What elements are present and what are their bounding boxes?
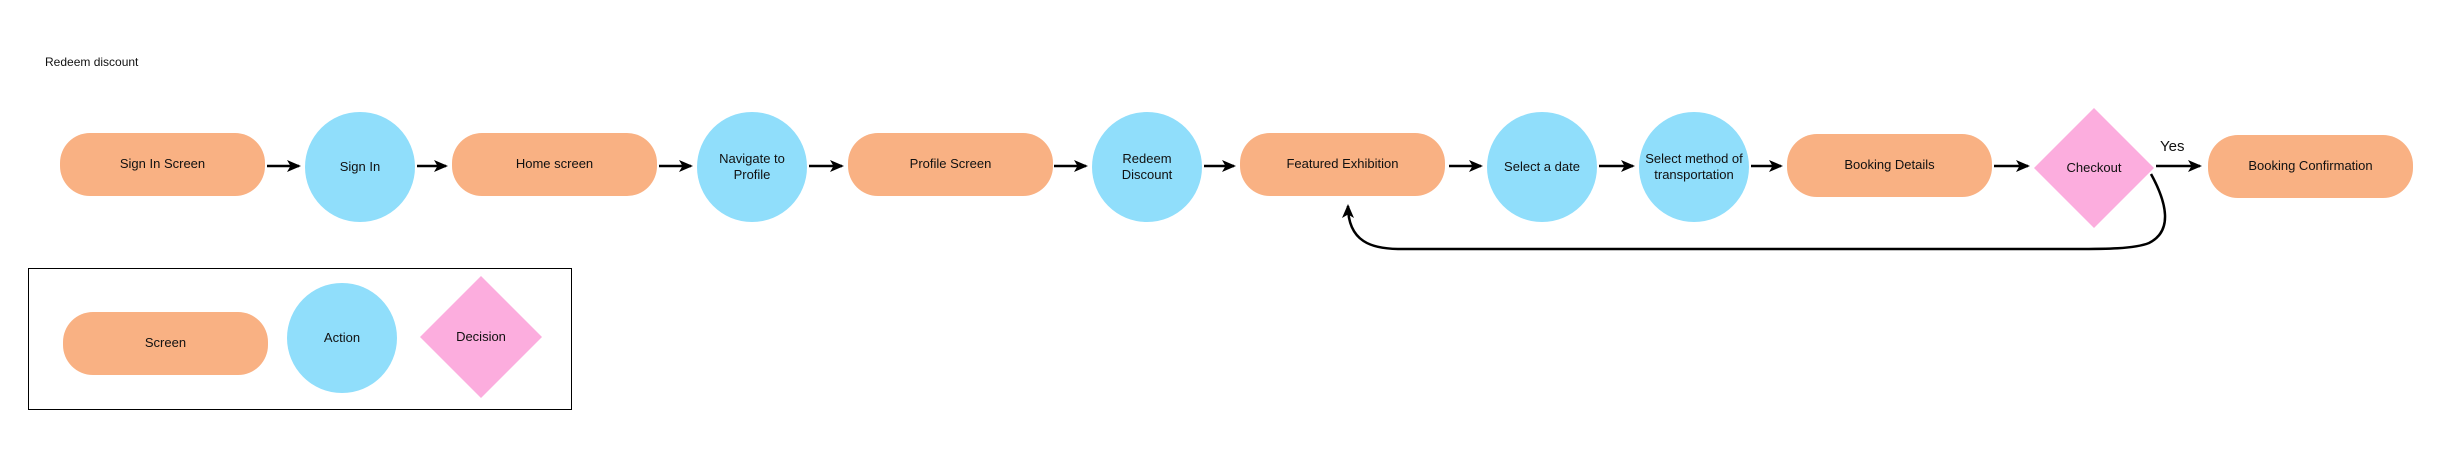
legend-label: Action xyxy=(323,329,361,345)
legend-box: Screen Action Decision xyxy=(28,268,572,410)
flow-node-select-a-date-action[interactable]: Select a date xyxy=(1487,112,1597,222)
flow-node-booking-confirmation-screen[interactable]: Booking Confirmation xyxy=(2208,135,2413,198)
legend-action-shape[interactable]: Action xyxy=(287,283,397,393)
node-label: Redeem Discount xyxy=(1121,150,1173,182)
flow-node-booking-details-screen[interactable]: Booking Details xyxy=(1787,134,1992,197)
flow-node-featured-exhibition-screen[interactable]: Featured Exhibition xyxy=(1240,133,1445,196)
flow-node-checkout-decision[interactable]: Checkout xyxy=(2034,108,2154,228)
diagram-title: Redeem discount xyxy=(45,55,139,69)
node-label: Select method of transportation xyxy=(1645,150,1743,182)
legend-label: Decision xyxy=(456,328,506,344)
flow-node-select-transportation-action[interactable]: Select method of transportation xyxy=(1639,112,1749,222)
node-label: Sign In Screen xyxy=(119,156,206,172)
node-label: Profile Screen xyxy=(909,156,992,172)
flow-node-sign-in-action[interactable]: Sign In xyxy=(305,112,415,222)
node-label: Featured Exhibition xyxy=(1286,156,1399,172)
legend-decision-shape[interactable]: Decision xyxy=(420,276,542,398)
edge-label-yes: Yes xyxy=(2160,138,2185,155)
node-label: Home screen xyxy=(515,156,594,172)
flow-node-sign-in-screen[interactable]: Sign In Screen xyxy=(60,133,265,196)
node-label: Navigate to Profile xyxy=(719,150,785,182)
flow-node-profile-screen[interactable]: Profile Screen xyxy=(848,133,1053,196)
node-label: Checkout xyxy=(2066,159,2122,175)
legend-screen-shape[interactable]: Screen xyxy=(63,312,268,375)
flow-node-home-screen[interactable]: Home screen xyxy=(452,133,657,196)
flow-node-redeem-discount-action[interactable]: Redeem Discount xyxy=(1092,112,1202,222)
node-label: Booking Details xyxy=(1844,157,1935,173)
node-label: Booking Confirmation xyxy=(2248,158,2373,174)
node-label: Sign In xyxy=(339,158,381,174)
legend-label: Screen xyxy=(144,335,187,351)
node-label: Select a date xyxy=(1504,158,1580,174)
flow-node-navigate-to-profile-action[interactable]: Navigate to Profile xyxy=(697,112,807,222)
